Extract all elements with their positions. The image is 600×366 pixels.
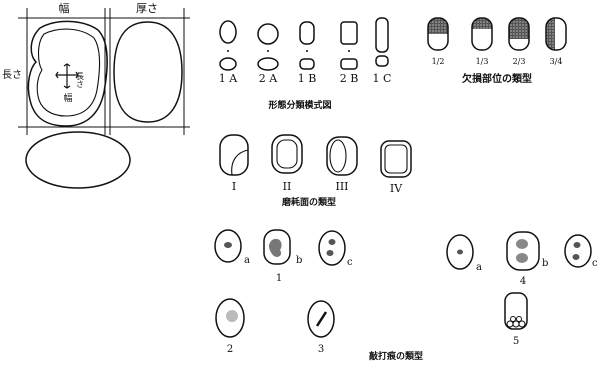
percussion-variant-1c: c: [347, 257, 353, 268]
percussion-number-4: 4: [520, 276, 526, 287]
wear-type-2: [271, 134, 303, 174]
pebble-inner-outline: [36, 28, 101, 117]
shape-label-1c: 1 C: [373, 72, 392, 85]
percussion-4a: [446, 234, 474, 270]
pebble-side-view: [113, 21, 183, 123]
percussion-number-1: 1: [276, 273, 282, 284]
missing-label-two-thirds: 2/3: [513, 57, 526, 66]
thickness-label: 厚さ: [136, 2, 158, 15]
percussion-5: [504, 292, 528, 330]
percussion-types: a b c 1 2 3 a b: [214, 229, 598, 362]
missing-part-three-quarters: [545, 17, 567, 51]
percussion-variant-4b: b: [542, 258, 548, 269]
shape-types: 1 A 2 A 1 B 2 B 1 C 形態分類模式図: [219, 17, 392, 111]
missing-part-half: [427, 17, 449, 51]
length-label: 長さ: [2, 69, 22, 81]
shape-1b: [299, 21, 315, 70]
wear-type-1: [219, 134, 249, 176]
shape-types-caption: 形態分類模式図: [268, 99, 331, 111]
inner-width-label: 幅: [63, 92, 72, 104]
percussion-variant-1b: b: [296, 255, 302, 266]
missing-part-third: [471, 17, 493, 51]
wear-type-3: [326, 136, 358, 176]
wear-label-3: III: [335, 180, 348, 193]
missing-label-half: 1/2: [432, 57, 445, 66]
percussion-variant-1a: a: [244, 255, 250, 266]
percussion-1a: [214, 229, 242, 263]
inner-length-label: 長さ: [76, 72, 85, 88]
measurement-guide-lines: [18, 8, 190, 135]
missing-part-types-caption: 欠損部位の類型: [462, 72, 532, 85]
shape-label-1b: 1 B: [298, 72, 317, 85]
wear-label-4: IV: [390, 182, 403, 195]
percussion-4c: [564, 234, 592, 268]
percussion-variant-4a: a: [476, 262, 482, 273]
missing-label-three-quarters: 3/4: [550, 57, 563, 66]
wear-label-1: I: [232, 180, 236, 193]
wear-surface-types-caption: 磨耗面の類型: [281, 196, 336, 208]
percussion-variant-4c: c: [592, 258, 598, 269]
percussion-1b: [263, 229, 291, 265]
percussion-3: [307, 300, 335, 338]
percussion-1c: [318, 230, 346, 266]
shape-label-2a: 2 A: [259, 72, 278, 85]
percussion-types-caption: 敲打痕の類型: [369, 350, 423, 362]
percussion-number-2: 2: [227, 344, 233, 355]
missing-label-third: 1/3: [476, 57, 489, 66]
shape-1a: [219, 20, 237, 71]
measurement-figure: 幅 厚さ 長さ 長さ 幅: [2, 2, 190, 189]
width-label: 幅: [59, 2, 70, 15]
percussion-4b: [506, 231, 540, 271]
pebble-plan-view: [27, 20, 108, 127]
wear-type-4: [380, 140, 412, 178]
pebble-end-view: [25, 131, 131, 189]
shape-label-1a: 1 A: [219, 72, 238, 85]
percussion-2: [215, 298, 245, 338]
missing-part-two-thirds: [508, 17, 530, 51]
shape-1c: [375, 17, 389, 67]
measurement-axes: [55, 63, 79, 89]
missing-part-types: 1/2 1/3 2/3 3/4 欠損部位の類型: [427, 17, 567, 85]
shape-label-2b: 2 B: [340, 72, 359, 85]
shape-2a: [257, 23, 279, 71]
shape-2b: [340, 21, 358, 70]
percussion-number-5: 5: [513, 336, 519, 347]
wear-label-2: II: [283, 180, 292, 193]
percussion-number-3: 3: [318, 344, 324, 355]
wear-surface-types: I II III IV 磨耗面の類型: [219, 134, 412, 208]
